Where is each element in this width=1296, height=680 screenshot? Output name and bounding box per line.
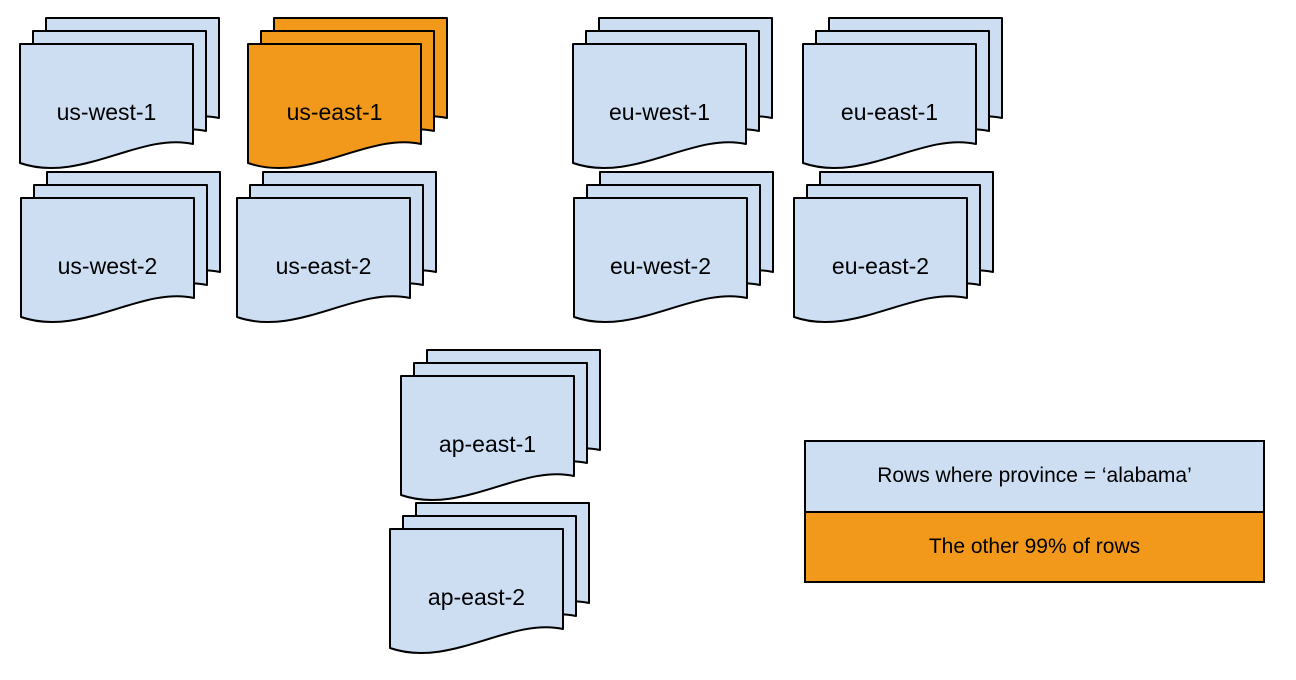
region-stack-us-west-1: us-west-1 [19, 17, 221, 172]
legend-box: Rows where province = ‘alabama’ The othe… [804, 440, 1265, 583]
region-stack-ap-east-2: ap-east-2 [389, 502, 591, 657]
region-label: eu-west-1 [609, 99, 710, 125]
region-stack-us-west-2: us-west-2 [20, 171, 222, 326]
legend-row-label: The other 99% of rows [928, 534, 1141, 558]
region-label: ap-east-1 [438, 431, 537, 457]
region-stack-eu-east-1: eu-east-1 [802, 17, 1004, 172]
region-label: eu-east-1 [840, 99, 939, 125]
region-stack-us-east-1: us-east-1 [247, 17, 449, 172]
region-label: ap-east-2 [427, 584, 526, 610]
multi-document-icon [20, 171, 221, 323]
multi-document-icon [400, 349, 601, 501]
region-label: eu-east-2 [831, 253, 930, 279]
multi-document-icon [572, 17, 773, 169]
region-label: eu-west-2 [610, 253, 711, 279]
region-stack-eu-west-2: eu-west-2 [573, 171, 775, 326]
legend-row-alabama: Rows where province = ‘alabama’ [806, 442, 1263, 511]
multi-document-icon [236, 171, 437, 323]
multi-document-icon [573, 171, 774, 323]
legend-row-label: Rows where province = ‘alabama’ [877, 464, 1192, 488]
region-label: us-west-1 [56, 99, 157, 125]
region-stack-us-east-2: us-east-2 [236, 171, 438, 326]
multi-document-icon [247, 17, 448, 169]
region-stack-eu-west-1: eu-west-1 [572, 17, 774, 172]
region-label: us-west-2 [57, 253, 158, 279]
region-stack-ap-east-1: ap-east-1 [400, 349, 602, 504]
multi-document-icon [793, 171, 994, 323]
multi-document-icon [802, 17, 1003, 169]
region-label: us-east-1 [286, 99, 383, 125]
multi-document-icon [389, 502, 590, 654]
region-stack-eu-east-2: eu-east-2 [793, 171, 995, 326]
region-label: us-east-2 [275, 253, 372, 279]
legend-row-other-rows: The other 99% of rows [806, 510, 1263, 581]
multi-document-icon [19, 17, 220, 169]
